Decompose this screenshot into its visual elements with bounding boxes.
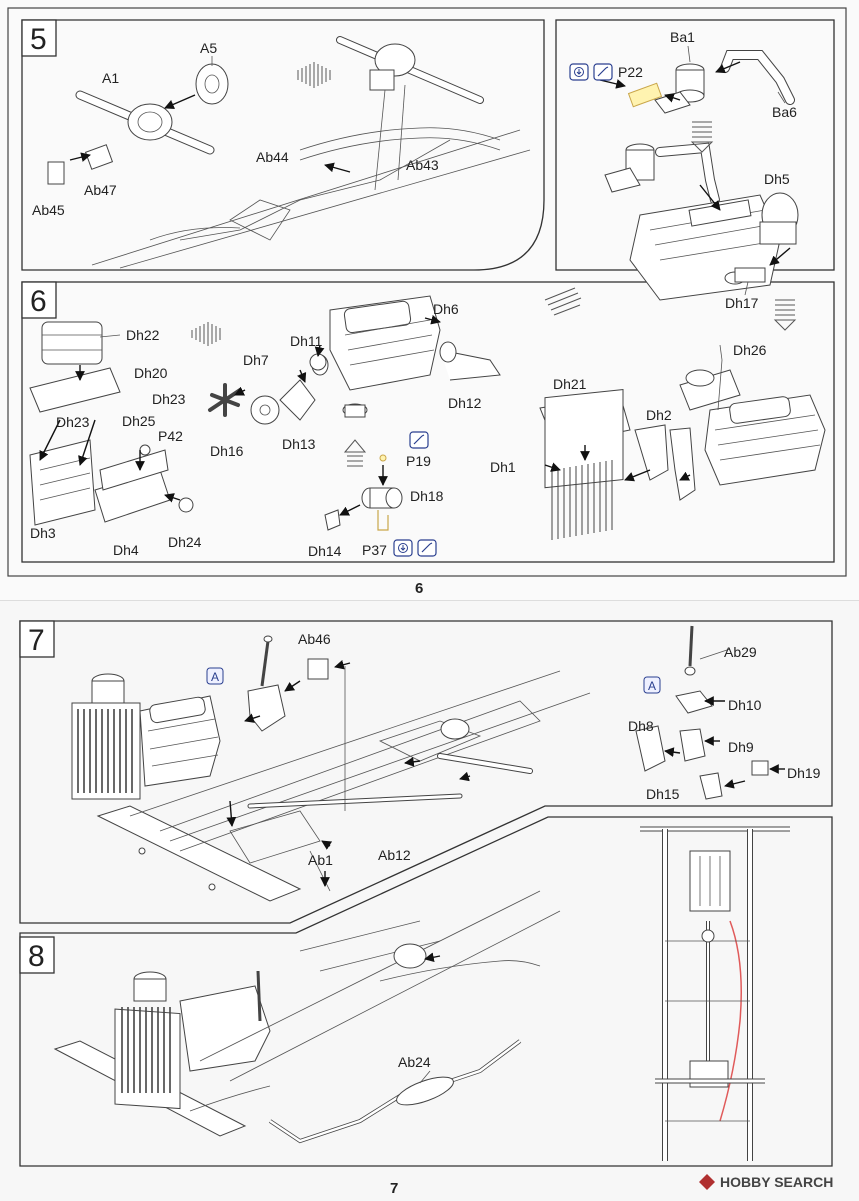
step-6-box — [21, 281, 835, 563]
part-label-Dh7: Dh7 — [243, 352, 269, 368]
part-label-Dh19: Dh19 — [787, 765, 821, 781]
step-6-number: 6 — [30, 285, 47, 318]
step-5-box — [21, 19, 545, 271]
part-label-Dh12: Dh12 — [448, 395, 482, 411]
part-label-P42: P42 — [158, 428, 183, 444]
part-label-Ab12: Ab12 — [378, 847, 411, 863]
part-label-Dh15: Dh15 — [646, 786, 680, 802]
air-cleaner-drawing — [604, 50, 795, 205]
instruction-icon-glue — [593, 63, 613, 81]
radiator-shell-drawing — [29, 321, 194, 526]
part-label-Dh8: Dh8 — [628, 718, 654, 734]
part-label-Dh14: Dh14 — [308, 543, 342, 559]
callout-A-badge: A — [643, 676, 661, 694]
part-label-Dh13: Dh13 — [282, 436, 316, 452]
part-label-Dh25: Dh25 — [122, 413, 156, 429]
manual-page-6: 5 6 A5 A1 Ab47 Ab45 Ab44 — [0, 0, 859, 600]
step-6-number-box — [21, 281, 57, 319]
up-arrow-icon — [343, 439, 367, 467]
part-label-Dh6: Dh6 — [433, 301, 459, 317]
callout-A-label: A — [648, 679, 656, 693]
instruction-icon-flip — [393, 539, 413, 557]
step-8-number: 8 — [28, 940, 45, 973]
step-7-box — [19, 620, 833, 924]
starter-drawing — [324, 454, 403, 531]
step-8-box — [19, 816, 833, 1167]
callout-A-label: A — [211, 670, 219, 684]
part-label-Dh21: Dh21 — [553, 376, 587, 392]
part-label-Ab44: Ab44 — [256, 149, 289, 165]
page-7-drawing: 7 8 — [19, 620, 833, 1197]
part-label-Dh10: Dh10 — [728, 697, 762, 713]
part-label-Ab43: Ab43 — [406, 157, 439, 173]
motion-lines-icon — [544, 287, 582, 316]
part-label-Ba1: Ba1 — [670, 29, 695, 45]
manual-page-7: 7 8 — [0, 600, 859, 1201]
part-label-Dh18: Dh18 — [410, 488, 444, 504]
part-label-Dh23: Dh23 — [152, 391, 186, 407]
part-label-Dh23: Dh23 — [56, 414, 90, 430]
part-label-Dh26: Dh26 — [733, 342, 767, 358]
part-label-Ab46: Ab46 — [298, 631, 331, 647]
instruction-icon-glue — [417, 539, 437, 557]
part-label-P22: P22 — [618, 64, 643, 80]
watermark-text: HOBBY SEARCH — [720, 1174, 833, 1190]
step-5-number-box — [21, 19, 57, 57]
engine-block-step6 — [309, 295, 501, 391]
part-label-Ab24: Ab24 — [398, 1054, 431, 1070]
step-8-number-box — [19, 936, 55, 974]
part-label-Dh5: Dh5 — [764, 171, 790, 187]
part-label-Ab47: Ab47 — [84, 182, 117, 198]
fan-pulley-drawing — [208, 354, 368, 425]
part-label-Dh1: Dh1 — [490, 459, 516, 475]
frame-chassis-step5 — [91, 36, 531, 269]
callout-A-badge: A — [206, 667, 224, 685]
hobby-search-logo: HOBBY SEARCH — [699, 1174, 833, 1190]
part-label-Ba6: Ba6 — [772, 104, 797, 120]
part-label-Dh4: Dh4 — [113, 542, 139, 558]
part-label-P19: P19 — [406, 453, 431, 469]
motion-lines-icon — [297, 62, 331, 88]
part-label-Ab29: Ab29 — [724, 644, 757, 660]
page-number: 7 — [390, 1180, 398, 1197]
chassis-frame-step8 — [53, 890, 561, 1144]
page-6-drawing: 5 6 A5 A1 Ab47 Ab45 Ab44 — [7, 7, 847, 597]
step-5-number: 5 — [30, 23, 47, 56]
step-7-number: 7 — [28, 624, 45, 657]
part-label-Dh2: Dh2 — [646, 407, 672, 423]
front-assembly-drawing — [539, 344, 826, 540]
transfer-case-drawing — [247, 635, 329, 732]
part-label-Dh24: Dh24 — [168, 534, 202, 550]
instruction-icon-flip — [569, 63, 589, 81]
page-number: 6 — [415, 580, 423, 597]
down-arrow-icon — [773, 299, 797, 331]
chassis-frame-step7 — [96, 666, 591, 902]
rear-axle-drawing — [47, 63, 229, 185]
part-label-Dh17: Dh17 — [725, 295, 759, 311]
shift-lever-detail — [635, 625, 769, 800]
engine-drawing-step5b — [629, 192, 799, 301]
page-6-frame — [7, 7, 847, 577]
down-arrow-icon — [690, 121, 714, 153]
part-label-Ab45: Ab45 — [32, 202, 65, 218]
part-label-Dh9: Dh9 — [728, 739, 754, 755]
part-label-Dh3: Dh3 — [30, 525, 56, 541]
part-label-A5: A5 — [200, 40, 217, 56]
part-label-P37: P37 — [362, 542, 387, 558]
engine-radiator-step7 — [71, 673, 221, 800]
part-label-Ab1: Ab1 — [308, 852, 333, 868]
chassis-top-view — [640, 826, 790, 1161]
part-label-Dh22: Dh22 — [126, 327, 160, 343]
part-label-Dh16: Dh16 — [210, 443, 244, 459]
instruction-icon-glue — [409, 431, 429, 449]
motion-lines-icon — [191, 322, 221, 346]
part-label-A1: A1 — [102, 70, 119, 86]
part-label-Dh11: Dh11 — [290, 333, 323, 349]
step-7-number-box — [19, 620, 55, 658]
part-label-Dh20: Dh20 — [134, 365, 168, 381]
